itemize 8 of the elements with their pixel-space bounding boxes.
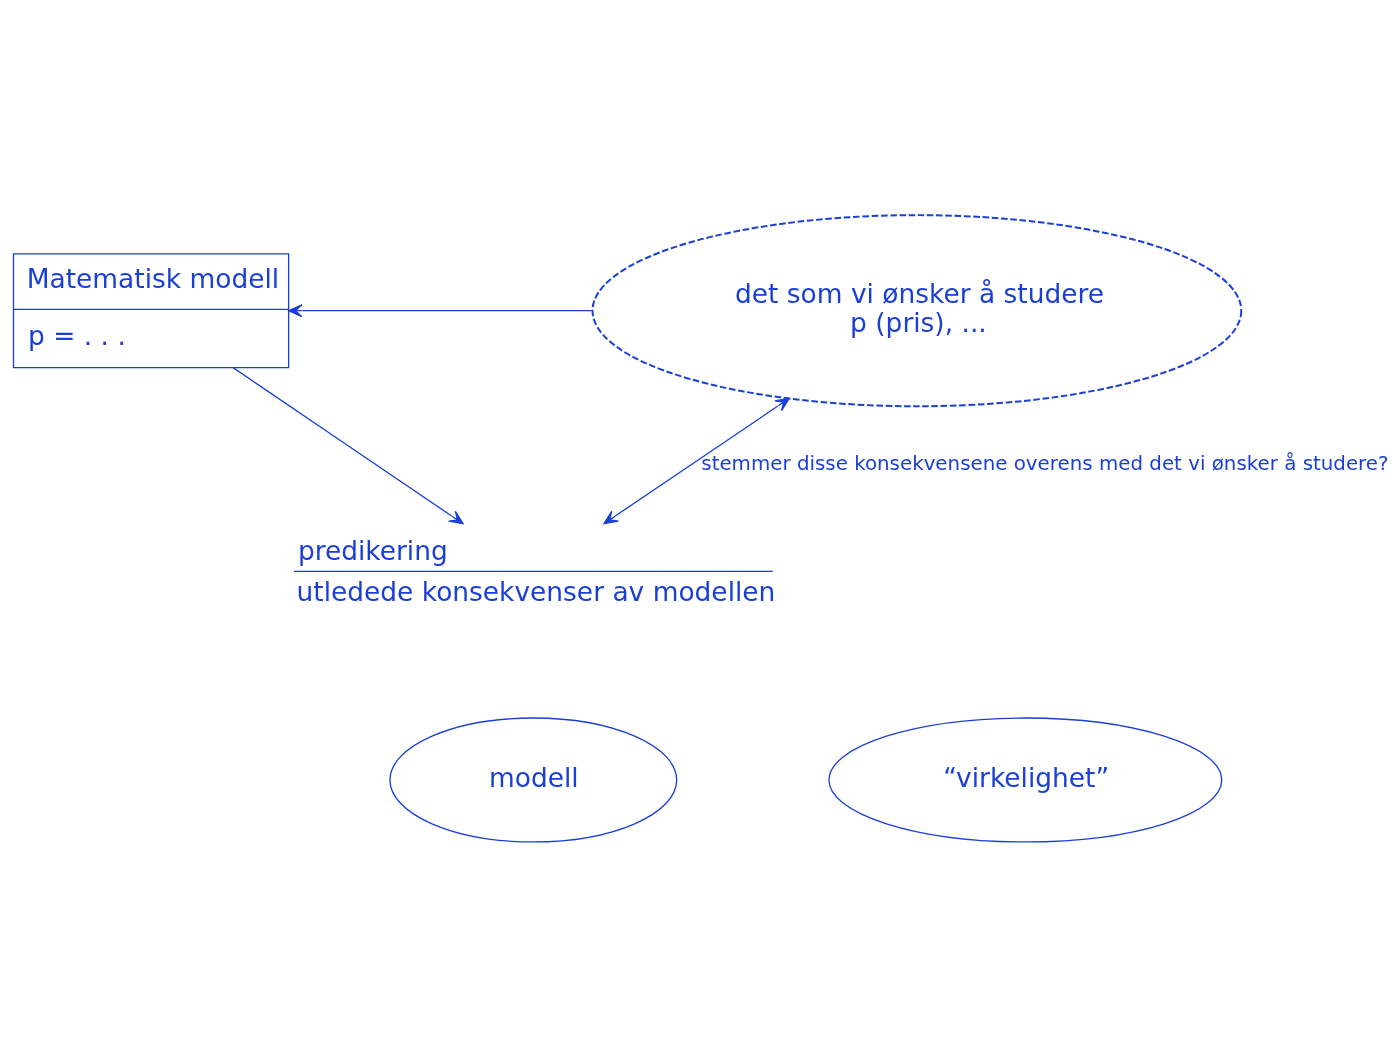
- arrow: [603, 397, 790, 524]
- node-ellipse: det som vi ønsker å studere p (pris), ...: [591, 213, 1243, 407]
- node-ellipse: modell: [389, 716, 678, 843]
- node-text: predikering utledede konsekvenser av modellen: [296, 534, 776, 607]
- arrow: [232, 366, 464, 524]
- node-ellipse: “virkelighet”: [828, 716, 1223, 843]
- edge-label: stemmer disse konsekvensene overens med det vi ønsker å studere?: [701, 451, 1389, 475]
- arrow: [288, 303, 593, 317]
